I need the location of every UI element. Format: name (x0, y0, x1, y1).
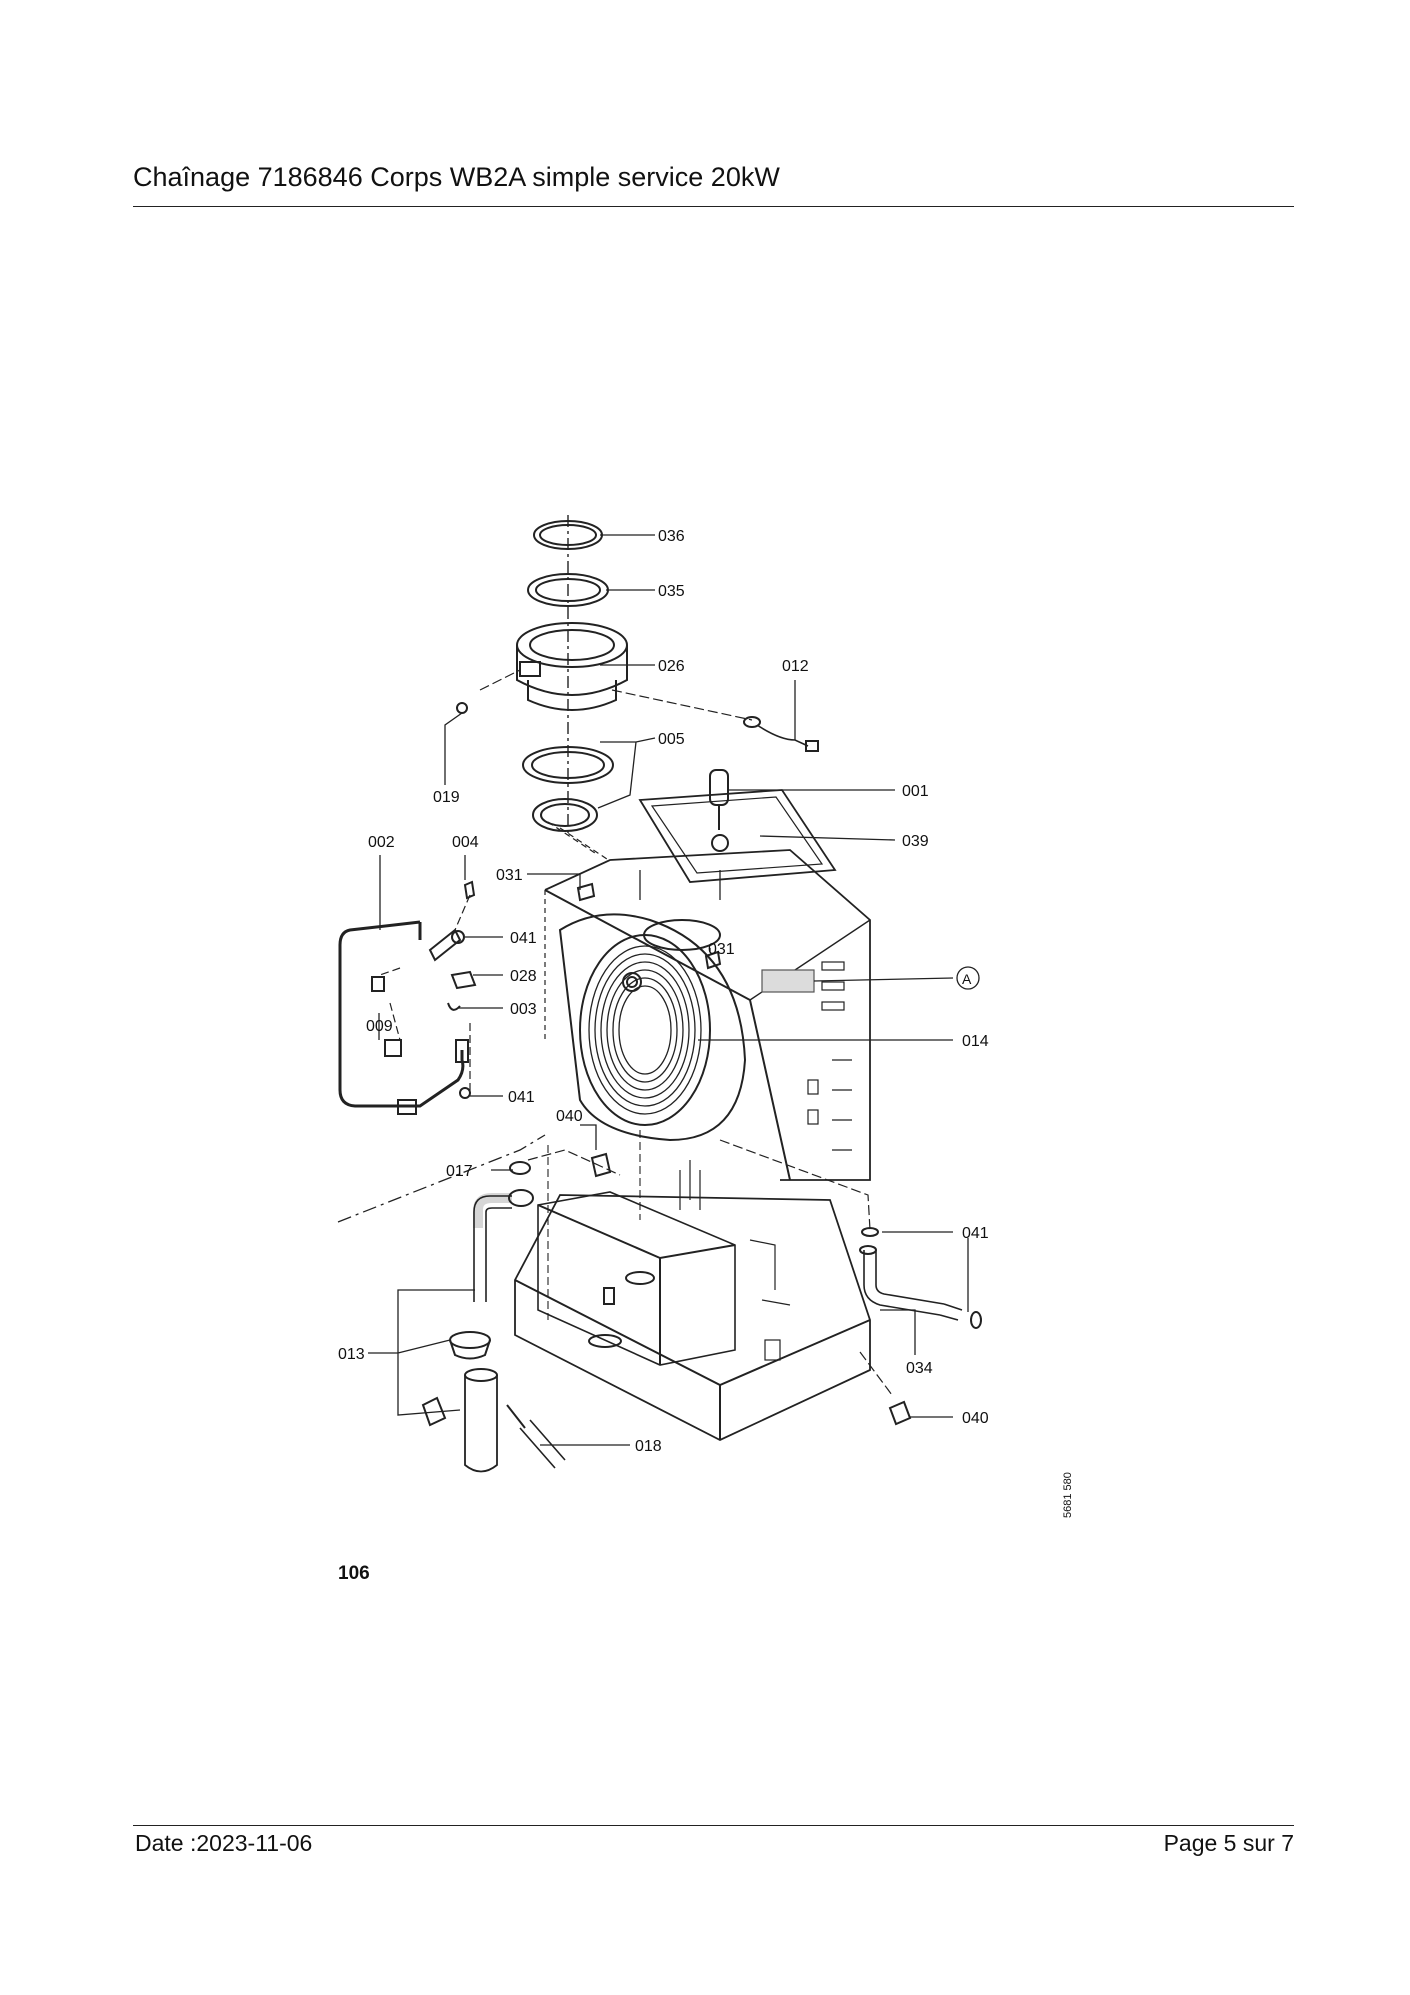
callout-040-top: 040 (556, 1108, 583, 1125)
callout-041-right: 041 (962, 1225, 989, 1242)
callout-labels: 036 035 026 012 005 001 019 039 002 004 … (338, 528, 989, 1455)
callout-031-right: 031 (708, 941, 735, 958)
document-code: 5681 580 (1062, 1472, 1074, 1518)
callout-035: 035 (658, 583, 685, 600)
callout-041-mid: 041 (508, 1089, 535, 1106)
callout-018: 018 (635, 1438, 662, 1455)
footer-page-number: Page 5 sur 7 (1163, 1830, 1294, 1856)
footer-date: Date :2023-11-06 (135, 1830, 313, 1856)
callout-036: 036 (658, 528, 685, 545)
callout-034: 034 (906, 1360, 933, 1377)
callout-031-left: 031 (496, 867, 523, 884)
callout-002: 002 (368, 834, 395, 851)
callout-001: 001 (902, 783, 929, 800)
callout-004: 004 (452, 834, 479, 851)
callout-013: 013 (338, 1346, 365, 1363)
callout-a-marker (956, 966, 980, 990)
callout-017: 017 (446, 1163, 473, 1180)
callout-040-bottom: 040 (962, 1410, 989, 1427)
callout-039: 039 (902, 833, 929, 850)
callout-005: 005 (658, 731, 685, 748)
callout-009: 009 (366, 1018, 393, 1035)
callout-014: 014 (962, 1033, 989, 1050)
diagram-artwork (337, 515, 982, 1473)
callout-012: 012 (782, 658, 809, 675)
callout-028: 028 (510, 968, 537, 985)
footer-divider (133, 1825, 1294, 1826)
figure-number: 106 (338, 1563, 370, 1584)
callout-003: 003 (510, 1001, 537, 1018)
callout-041-top: 041 (510, 930, 537, 947)
callout-019: 019 (433, 789, 460, 806)
callout-a: A (962, 971, 972, 987)
leader-lines (368, 534, 969, 1446)
header-divider (133, 206, 1294, 207)
callout-026: 026 (658, 658, 685, 675)
page-title: Chaînage 7186846 Corps WB2A simple servi… (133, 162, 780, 192)
